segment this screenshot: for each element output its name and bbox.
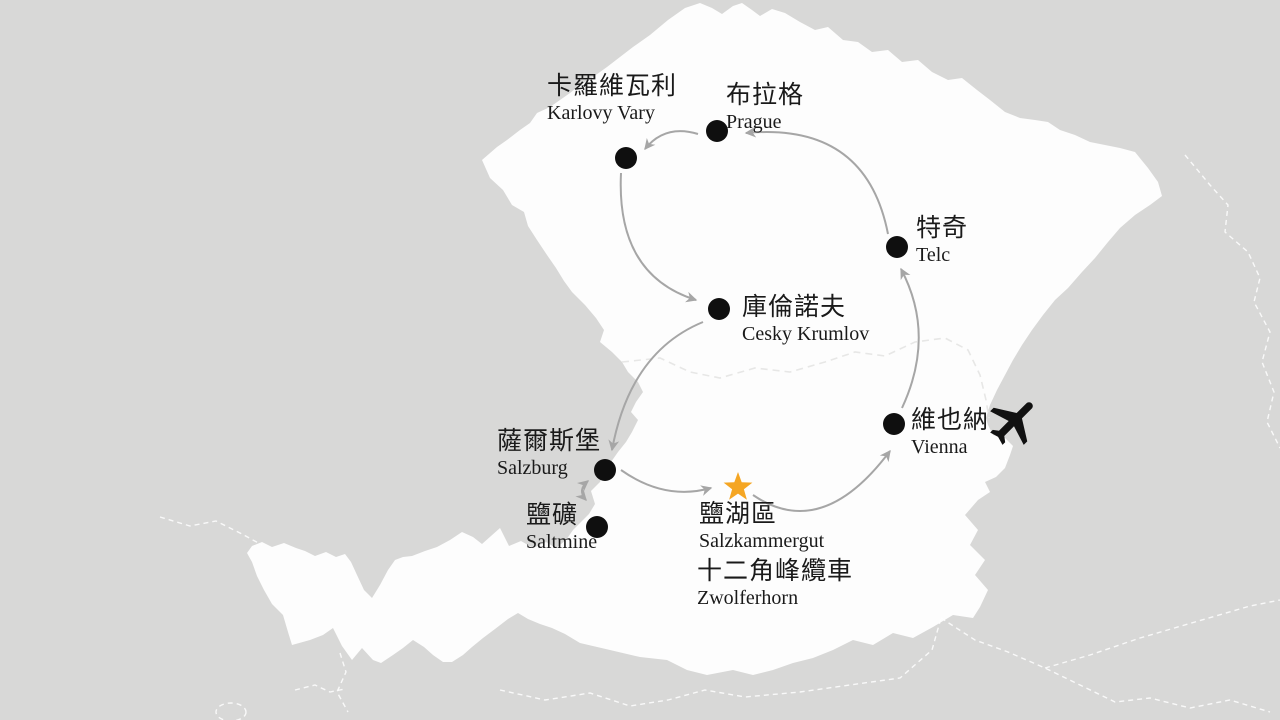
border-blob bbox=[215, 702, 247, 720]
city-dot-salzburg bbox=[594, 459, 616, 481]
city-label-prague: 布拉格 Prague bbox=[726, 82, 804, 133]
border-line-south bbox=[499, 617, 942, 707]
city-label-vienna: 維也納 Vienna bbox=[911, 407, 989, 458]
city-name-en: Zwolferhorn bbox=[697, 587, 799, 609]
city-markers bbox=[586, 120, 908, 538]
city-name-zh: 庫倫諾夫 bbox=[742, 294, 847, 321]
neighbour-borders bbox=[159, 154, 1280, 720]
city-name-en: Cesky Krumlov bbox=[742, 323, 870, 345]
city-label-telc: 特奇 Telc bbox=[916, 215, 968, 266]
city-label-salzkammergut: 鹽湖區 Salzkammergut bbox=[699, 501, 824, 552]
city-name-en: Saltmine bbox=[526, 531, 598, 553]
city-dot-saltmine bbox=[586, 516, 608, 538]
border-line-italy bbox=[336, 652, 349, 713]
country-shape-czech-austria bbox=[247, 3, 1162, 675]
route-arrow-salzburg-saltmine bbox=[575, 480, 590, 501]
route-arrow-karlovyvary-krumlov bbox=[619, 172, 698, 303]
route-arrow-telc-prague bbox=[744, 126, 889, 235]
city-dot-vienna bbox=[883, 413, 905, 435]
city-dot-telc bbox=[886, 236, 908, 258]
airplane-icon bbox=[990, 402, 1033, 445]
city-name-zh: 維也納 bbox=[911, 407, 990, 434]
city-name-en: Vienna bbox=[911, 436, 968, 458]
city-name-en: Salzkammergut bbox=[699, 530, 825, 552]
city-dot-karlovy-vary bbox=[615, 147, 637, 169]
city-name-en: Salzburg bbox=[497, 457, 568, 479]
city-label-zwolferhorn: 十二角峰纜車 Zwolferhorn bbox=[697, 558, 853, 609]
salzkammergut-star-icon bbox=[723, 472, 753, 500]
city-dot-prague bbox=[706, 120, 728, 142]
city-name-zh: 特奇 bbox=[916, 215, 969, 242]
city-name-en: Karlovy Vary bbox=[547, 102, 655, 124]
city-label-salzburg: 薩爾斯堡 Salzburg bbox=[497, 428, 601, 479]
border-czech-austria bbox=[621, 337, 990, 419]
route-arrow-salzburg-salzkammergut bbox=[620, 469, 713, 496]
border-line-northeast bbox=[1184, 154, 1280, 449]
border-line-southeast bbox=[940, 617, 1271, 713]
border-line-swiss bbox=[294, 684, 346, 693]
city-dot-cesky-krumlov bbox=[708, 298, 730, 320]
city-label-cesky-krumlov: 庫倫諾夫 Cesky Krumlov bbox=[742, 294, 869, 345]
city-label-saltmine: 鹽礦 Saltmine bbox=[526, 502, 597, 553]
city-name-en: Prague bbox=[726, 111, 782, 133]
city-name-zh: 鹽礦 bbox=[526, 502, 579, 529]
route-arrow-salzkammergut-vienna bbox=[752, 449, 891, 512]
city-name-en: Telc bbox=[916, 244, 951, 266]
route-arrow-vienna-telc bbox=[900, 267, 920, 409]
route-arrow-krumlov-salzburg bbox=[608, 321, 704, 452]
border-line-east bbox=[1044, 599, 1280, 669]
route-arrows bbox=[575, 126, 920, 512]
city-name-zh: 鹽湖區 bbox=[699, 501, 778, 528]
city-label-karlovy-vary: 卡羅維瓦利 Karlovy Vary bbox=[547, 73, 677, 124]
city-name-zh: 布拉格 bbox=[726, 82, 805, 109]
city-name-zh: 卡羅維瓦利 bbox=[547, 73, 678, 100]
city-name-zh: 十二角峰纜車 bbox=[697, 558, 854, 585]
route-arrow-prague-karlovyvary bbox=[644, 130, 699, 151]
city-name-zh: 薩爾斯堡 bbox=[497, 428, 602, 455]
border-line-southwest bbox=[159, 516, 263, 546]
